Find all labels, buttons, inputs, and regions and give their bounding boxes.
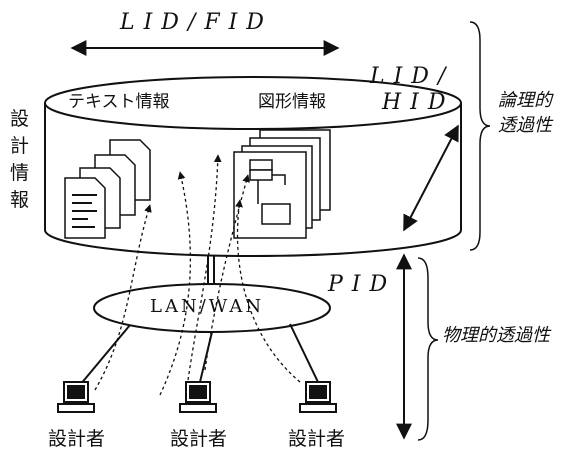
db-label-2: 計 (10, 137, 29, 156)
logical-transparency-1: 論理的 (498, 92, 552, 110)
logical-brace (470, 22, 490, 250)
db-label-1: 設 (10, 110, 29, 129)
terminal-icon (300, 382, 336, 412)
graphic-info-label: 図形情報 (258, 94, 326, 111)
terminal-label-2: 設計者 (170, 430, 227, 449)
document-stack-icon (65, 140, 150, 238)
terminal-icon (180, 382, 216, 412)
logical-arrow (404, 126, 458, 230)
network-label: LAN/WAN (150, 298, 264, 316)
logical-transparency-2: 透過性 (498, 117, 552, 135)
terminal-icon (58, 382, 94, 412)
pid-label: PID (328, 274, 396, 296)
lid-hid-label-1: LID/ (370, 66, 454, 88)
terminal-label-3: 設計者 (288, 430, 345, 449)
text-info-label: テキスト情報 (68, 94, 170, 111)
db-label-4: 報 (10, 191, 29, 210)
physical-brace (418, 258, 438, 440)
db-link (208, 255, 214, 285)
terminal-label-1: 設計者 (48, 430, 105, 449)
graphic-document-icon (234, 130, 330, 238)
network-lines (80, 324, 318, 385)
db-label-3: 情 (10, 164, 29, 183)
physical-transparency: 物理的透過性 (442, 327, 550, 345)
lid-hid-label-2: HID (382, 92, 455, 114)
lid-fid-label: LID/FID (120, 12, 273, 34)
